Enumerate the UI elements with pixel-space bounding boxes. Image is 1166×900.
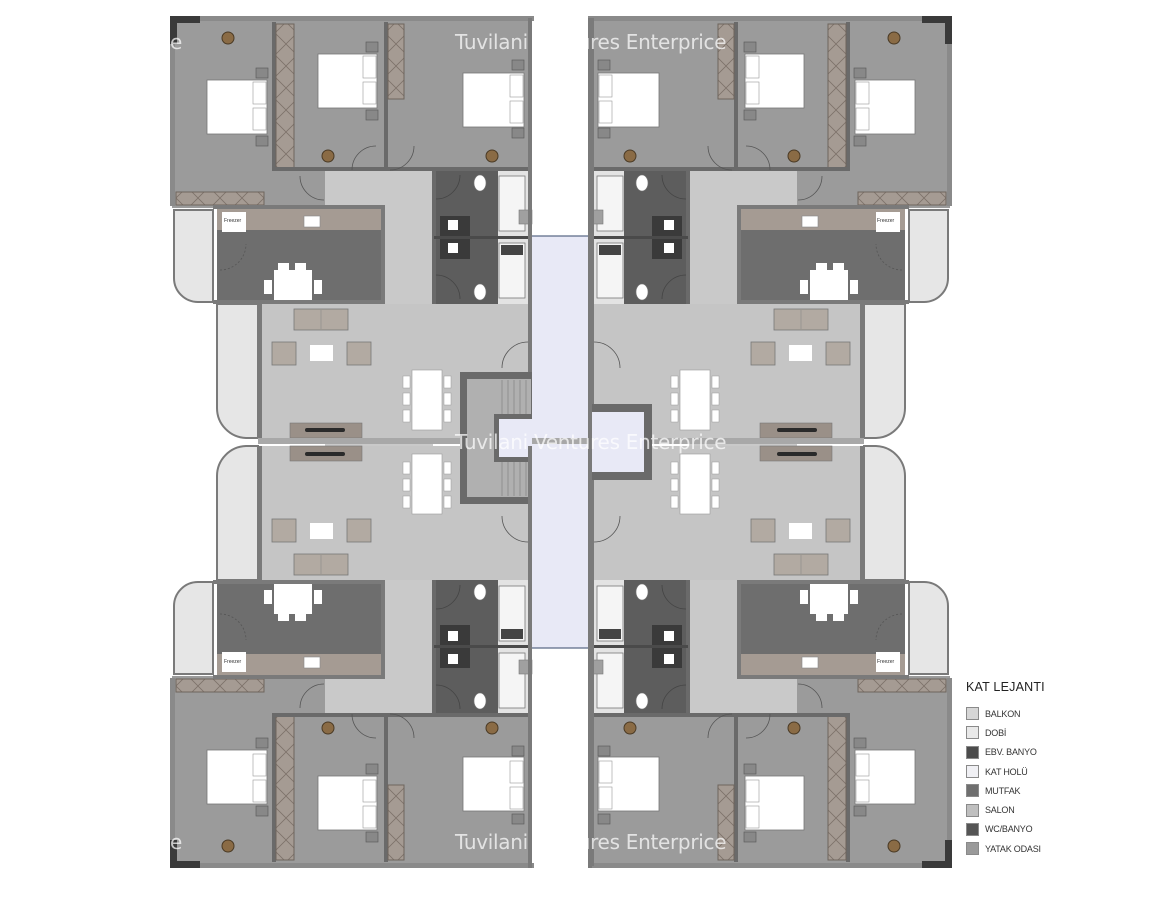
- legend-item-mutfak: MUTFAK: [966, 781, 1072, 800]
- freezer-label: Freezer: [224, 218, 242, 224]
- legend-swatch: [966, 803, 979, 817]
- legend-swatch: [966, 842, 979, 856]
- elevator-shaft: [590, 404, 652, 480]
- legend-item-salon: SALON: [966, 800, 1072, 819]
- watermark-edge-bottom: e: [170, 830, 183, 854]
- freezer-label: Freezer: [877, 218, 895, 224]
- watermark-top: Tuvilani Ventures Enterprice: [455, 30, 727, 54]
- apartment-bottom-right: [587, 442, 953, 869]
- stairwell: [460, 372, 532, 504]
- legend-swatch: [966, 822, 979, 836]
- legend-item-kat-holu: KAT HOLÜ: [966, 762, 1072, 781]
- legend-title: KAT LEJANTI: [966, 680, 1045, 694]
- legend-label: SALON: [985, 805, 1015, 816]
- legend-swatch: [966, 745, 979, 759]
- apartment-bottom-left: [169, 442, 535, 869]
- legend-label: BALKON: [985, 708, 1021, 719]
- freezer-label: Freezer: [877, 659, 895, 665]
- floor-legend: KAT LEJANTI BALKON DOBİ EBV. BANYO KAT H…: [962, 680, 1072, 858]
- legend-item-dobi: DOBİ: [966, 723, 1072, 742]
- legend-item-yatak-odasi: YATAK ODASI: [966, 839, 1072, 858]
- watermark-edge-top: e: [170, 30, 183, 54]
- legend-label: DOBİ: [985, 727, 1007, 738]
- legend-item-ebv-banyo: EBV. BANYO: [966, 743, 1072, 762]
- legend-item-wc-banyo: WC/BANYO: [966, 820, 1072, 839]
- legend-label: EBV. BANYO: [985, 747, 1037, 758]
- watermark-center: Tuvilani Ventures Enterprice: [455, 430, 727, 454]
- watermark-bottom: Tuvilani Ventures Enterprice: [455, 830, 727, 854]
- apartment-top-right: [587, 15, 953, 442]
- legend-swatch: [966, 726, 979, 740]
- legend-swatch: [966, 707, 979, 721]
- legend-swatch: [966, 784, 979, 798]
- legend-label: MUTFAK: [985, 785, 1021, 796]
- legend-label: KAT HOLÜ: [985, 766, 1028, 777]
- legend-label: WC/BANYO: [985, 824, 1033, 835]
- legend-swatch: [966, 765, 979, 779]
- freezer-label: Freezer: [224, 659, 242, 665]
- legend-item-balkon: BALKON: [966, 704, 1072, 723]
- legend-label: YATAK ODASI: [985, 843, 1041, 854]
